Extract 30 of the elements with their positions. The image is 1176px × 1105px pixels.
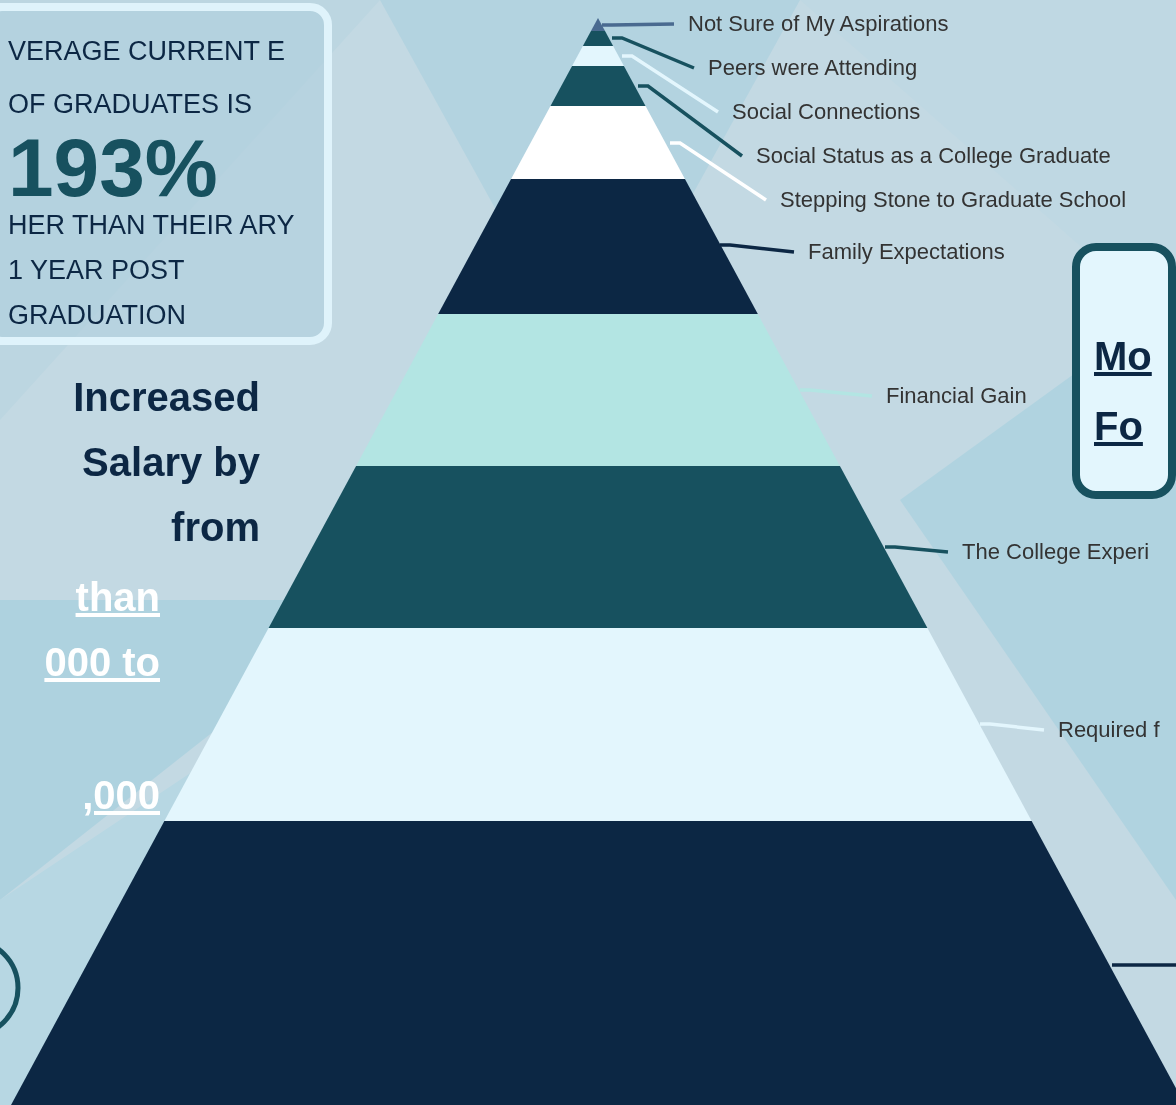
- leader-line: [670, 141, 767, 202]
- pyramid-band: [356, 314, 840, 466]
- bar-label: Social Status as a College Graduate: [756, 143, 1111, 169]
- bar-label: The College Experi: [962, 539, 1150, 565]
- pyramid-band: [438, 179, 758, 314]
- bar-label: Not Sure of My Aspirations: [688, 11, 949, 37]
- leader-line: [980, 722, 1045, 732]
- stat-text: VERAGE CURRENT E OF GRADUATES IS: [8, 35, 287, 121]
- pyramid-band: [11, 821, 1176, 1105]
- pyramid-band: [268, 466, 928, 628]
- leader-line: [602, 22, 675, 27]
- leader-line: [612, 36, 695, 70]
- card-heading: Mo Fo: [1094, 333, 1153, 450]
- bar-label: Stepping Stone to Graduate School: [780, 187, 1127, 213]
- bar-label: Social Connections: [732, 99, 921, 125]
- bar-label: Required f: [1058, 717, 1160, 743]
- bar-label: Family Expectations: [808, 239, 1005, 265]
- leader-line: [638, 84, 744, 158]
- leader-line: [1112, 963, 1176, 967]
- title-card: [1072, 243, 1176, 499]
- leader-line: [622, 54, 719, 114]
- bar-label: Peers were Attending: [708, 55, 918, 81]
- leader-line: [885, 545, 949, 554]
- link-text: ,000: [81, 772, 160, 819]
- bar-label: Financial Gain: [886, 383, 1027, 409]
- link-text: than 000 to: [43, 574, 160, 686]
- stat-card: [0, 3, 332, 345]
- leader-line: [720, 243, 795, 254]
- salary-text: Increased Salary by from: [72, 374, 260, 551]
- pyramid-band: [164, 628, 1032, 821]
